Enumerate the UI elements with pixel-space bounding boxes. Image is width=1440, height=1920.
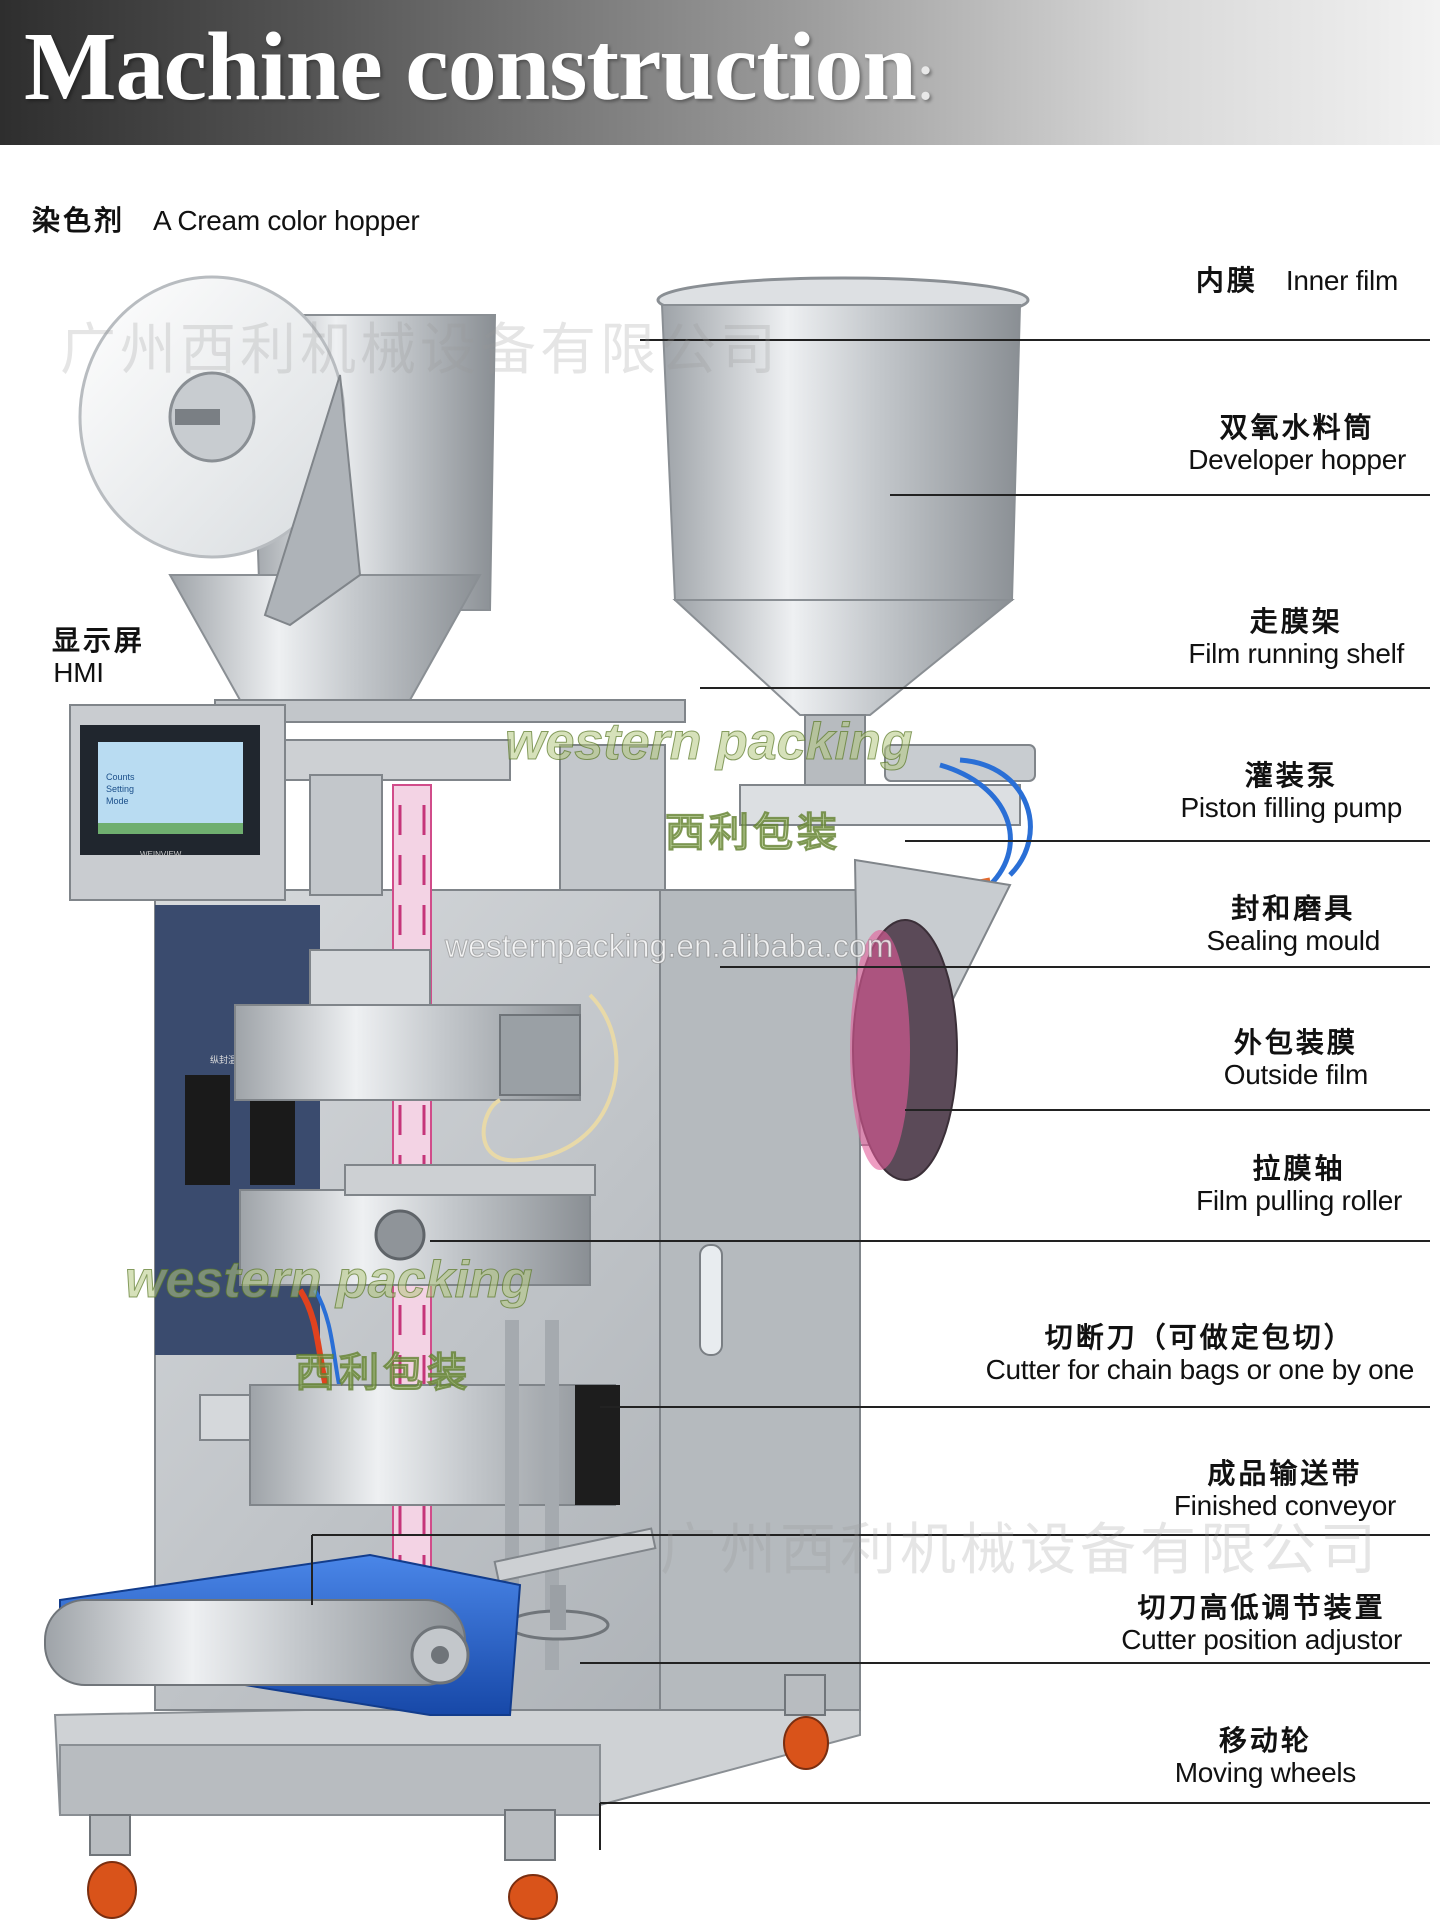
label-finished-conveyor: 成品输送带 Finished conveyor — [1173, 1457, 1396, 1522]
label-cutter-position-adjustor-en: Cutter position adjustor — [1121, 1624, 1402, 1656]
label-film-pulling-roller-en: Film pulling roller — [1196, 1185, 1402, 1217]
label-hmi-en: HMI — [53, 657, 104, 689]
leader-lines — [311, 339, 1430, 1850]
label-cream-hopper-cn: 染色剂 — [32, 204, 126, 237]
label-sealing-mould: 封和磨具 Sealing mould — [1206, 892, 1380, 957]
cutter-unit — [199, 1320, 620, 1670]
label-piston-filling-pump-cn: 灌装泵 — [1244, 759, 1338, 792]
label-developer-hopper-cn: 双氧水料筒 — [1219, 411, 1375, 444]
label-cutter-position-adjustor-cn: 切刀高低调节装置 — [1137, 1591, 1386, 1624]
watermark-brand-cn-mid: 西利包装 — [295, 1349, 471, 1397]
watermark-url: westernpacking.en.alibaba.com — [444, 928, 894, 965]
watermark-company-top: 广州西利机械设备有限公司 — [60, 318, 780, 383]
film-running-shelf — [149, 699, 686, 896]
page-title: Machine construction: — [24, 13, 935, 122]
label-piston-filling-pump: 灌装泵 Piston filling pump — [1180, 759, 1402, 824]
label-film-pulling-roller: 拉膜轴 Film pulling roller — [1196, 1152, 1402, 1217]
outside-film-roll — [850, 858, 1012, 1181]
label-finished-conveyor-cn: 成品输送带 — [1207, 1457, 1363, 1490]
sealing-mould — [234, 949, 619, 1163]
hmi-panel — [69, 704, 286, 901]
label-film-running-shelf: 走膜架 Film running shelf — [1188, 605, 1404, 670]
label-inner-film-en: Inner film — [1285, 265, 1398, 296]
title-text: Machine construction — [24, 13, 917, 121]
label-moving-wheels: 移动轮 Moving wheels — [1174, 1724, 1357, 1789]
cutter-adjustor — [493, 1527, 657, 1641]
hmi-screen-setting: Setting — [106, 784, 135, 794]
moving-wheels — [87, 1674, 829, 1920]
developer-hopper — [656, 276, 1030, 796]
film-pulling-roller — [239, 1164, 596, 1452]
label-film-running-shelf-en: Film running shelf — [1188, 638, 1404, 670]
label-outside-film: 外包装膜 Outside film — [1223, 1026, 1369, 1091]
watermark-company-bottom: 广州西利机械设备有限公司 — [660, 1518, 1380, 1583]
label-hmi-cn: 显示屏 — [52, 624, 146, 657]
hmi-brand-label: WEINVIEW — [140, 850, 182, 859]
label-hmi: 显示屏 HMI — [52, 624, 146, 689]
title-colon: : — [915, 38, 935, 115]
label-moving-wheels-en: Moving wheels — [1174, 1757, 1357, 1789]
machine-illustration: 纵封温控 — [44, 275, 1430, 1920]
hmi-screen-counts: Counts — [106, 772, 135, 782]
label-moving-wheels-cn: 移动轮 — [1218, 1724, 1312, 1757]
label-cutter: 切断刀（可做定包切） Cutter for chain bags or one … — [985, 1321, 1415, 1386]
inner-film-roll — [78, 275, 362, 627]
label-outside-film-cn: 外包装膜 — [1233, 1026, 1358, 1059]
header-banner: Machine construction: — [0, 0, 1440, 145]
label-cutter-position-adjustor: 切刀高低调节装置 Cutter position adjustor — [1121, 1591, 1402, 1656]
label-film-running-shelf-cn: 走膜架 — [1249, 605, 1343, 638]
label-cream-hopper: 染色剂 A Cream color hopper — [32, 204, 420, 237]
piston-filling-pump — [739, 744, 1036, 908]
label-sealing-mould-cn: 封和磨具 — [1231, 892, 1356, 925]
label-film-pulling-roller-cn: 拉膜轴 — [1252, 1152, 1346, 1185]
label-developer-hopper: 双氧水料筒 Developer hopper — [1188, 411, 1406, 476]
hmi-screen-mode: Mode — [106, 796, 129, 806]
label-sealing-mould-en: Sealing mould — [1206, 925, 1380, 957]
label-outside-film-en: Outside film — [1223, 1059, 1369, 1091]
finished-conveyor — [44, 1553, 522, 1716]
label-piston-filling-pump-en: Piston filling pump — [1180, 792, 1402, 824]
label-cutter-en: Cutter for chain bags or one by one — [985, 1354, 1415, 1386]
watermark-brand-mid: western packing — [124, 1251, 533, 1310]
label-inner-film: 内膜 Inner film — [1195, 264, 1398, 297]
label-developer-hopper-en: Developer hopper — [1188, 444, 1406, 476]
label-cream-hopper-en: A Cream color hopper — [153, 205, 420, 236]
watermark-brand-cn-top: 西利包装 — [665, 809, 841, 857]
watermark-brand-top: western packing — [504, 713, 913, 772]
label-finished-conveyor-en: Finished conveyor — [1173, 1490, 1396, 1522]
label-inner-film-cn: 内膜 — [1195, 264, 1258, 297]
label-cutter-cn: 切断刀（可做定包切） — [1044, 1321, 1355, 1354]
